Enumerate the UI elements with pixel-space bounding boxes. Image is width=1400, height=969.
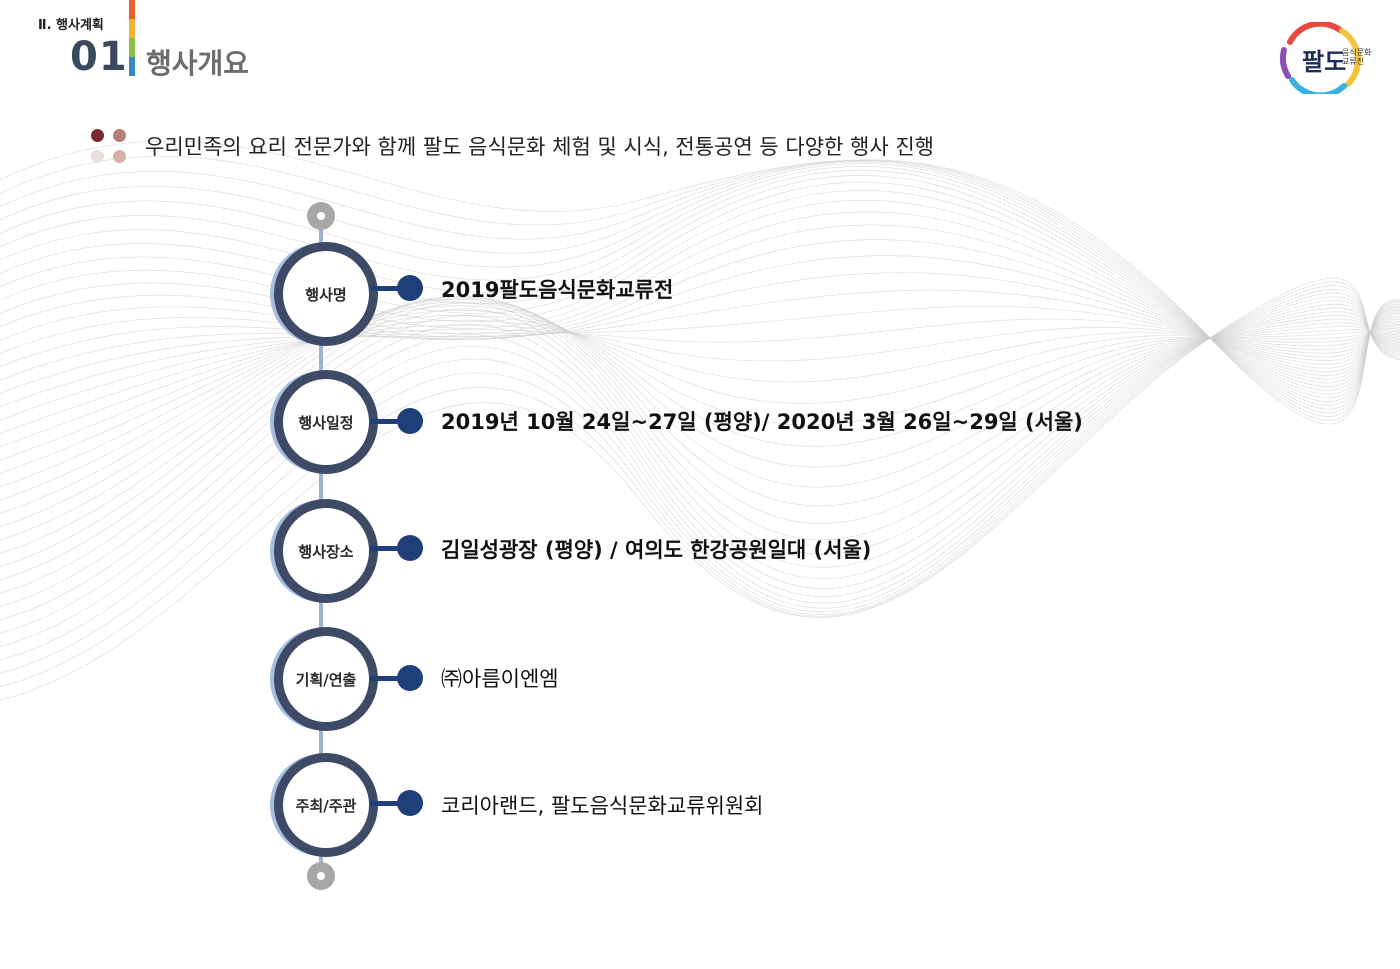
timeline-node-venue: 행사장소 [274, 499, 378, 603]
bullet-dot [397, 535, 423, 561]
intro-dot [113, 150, 126, 163]
logo-ring-arc [1339, 28, 1362, 87]
color-bar-segment [129, 38, 135, 57]
item-value: 코리아랜드, 팔도음식문화교류위원회 [441, 794, 764, 818]
wave-line [0, 319, 1400, 447]
wave-line [0, 163, 1400, 410]
wave-line [0, 296, 1400, 528]
wave-line [0, 255, 1400, 373]
connector-line [370, 676, 400, 681]
timeline-node-event-name: 행사명 [274, 242, 378, 346]
wave-line [0, 165, 1400, 406]
bullet-dot [397, 275, 423, 301]
node-label: 기획/연출 [295, 670, 357, 689]
logo-sub-text: 음식문화 교류전 [1342, 48, 1372, 66]
logo-ring-icon [1279, 22, 1362, 94]
wave-line [0, 285, 1400, 674]
wave-line [0, 155, 1400, 421]
wave-line [0, 160, 1400, 417]
item-value: 김일성광장 (평양) / 여의도 한강공원일대 (서울) [441, 538, 872, 562]
timeline-node-host: 주최/주관 [274, 753, 378, 857]
section-color-bar [129, 0, 135, 76]
wave-line [0, 296, 1400, 554]
item-value: 2019년 10월 24일~27일 (평양)/ 2020년 3월 26일~29일… [441, 410, 1083, 434]
bullet-dot [397, 665, 423, 691]
timeline-node-planning: 기획/연출 [274, 627, 378, 731]
timeline-node-schedule: 행사일정 [274, 370, 378, 474]
wave-line [0, 302, 1400, 581]
bullet-dot [397, 790, 423, 816]
section-title: 행사개요 [146, 47, 250, 80]
wave-line [0, 300, 1400, 621]
connector-line [370, 546, 400, 551]
item-value: ㈜아름이엔엠 [441, 667, 559, 691]
wave-line [0, 298, 1400, 514]
wave-line [0, 224, 1400, 380]
logo-main-text: 팔도 [1302, 48, 1347, 76]
wave-line [0, 239, 1400, 376]
wave-line [0, 305, 1400, 487]
section-number: 01 [70, 34, 128, 80]
wave-line [0, 281, 1400, 688]
wave-line [0, 140, 1400, 425]
color-bar-segment [129, 0, 135, 19]
connector-line [370, 801, 400, 806]
logo-ring-arc [1279, 47, 1291, 79]
intro-text: 우리민족의 요리 전문가와 함께 팔도 음식문화 체험 및 시식, 전통공연 등… [145, 135, 934, 159]
wave-line [0, 161, 1400, 414]
wave-line [0, 299, 1400, 568]
wave-line [0, 309, 1400, 474]
wave-line [0, 301, 1400, 501]
timeline-end-dot [307, 862, 335, 890]
section-label: Ⅱ. 행사계획 [38, 18, 104, 33]
bullet-dot [397, 408, 423, 434]
intro-dot [91, 150, 104, 163]
intro-dot [91, 129, 104, 142]
node-label: 주최/주관 [295, 796, 357, 815]
connector-line [370, 286, 400, 291]
logo-ring-arc [1289, 77, 1347, 94]
node-label: 행사장소 [298, 542, 354, 561]
color-bar-segment [129, 57, 135, 76]
wave-line [0, 295, 1400, 541]
wave-line [0, 169, 1400, 403]
logo-ring-arc [1287, 22, 1343, 45]
node-label: 행사일정 [298, 413, 354, 432]
color-bar-segment [129, 19, 135, 38]
wave-line [0, 181, 1400, 395]
intro-dot [113, 129, 126, 142]
node-label: 행사명 [305, 285, 347, 304]
connector-line [370, 419, 400, 424]
wave-line [0, 199, 1400, 387]
wave-line [0, 314, 1400, 461]
timeline-start-dot [307, 202, 335, 230]
wave-line [0, 190, 1400, 391]
wave-line [0, 277, 1400, 701]
item-value: 2019팔도음식문화교류전 [441, 278, 674, 302]
intro-dots-icon [91, 129, 129, 165]
